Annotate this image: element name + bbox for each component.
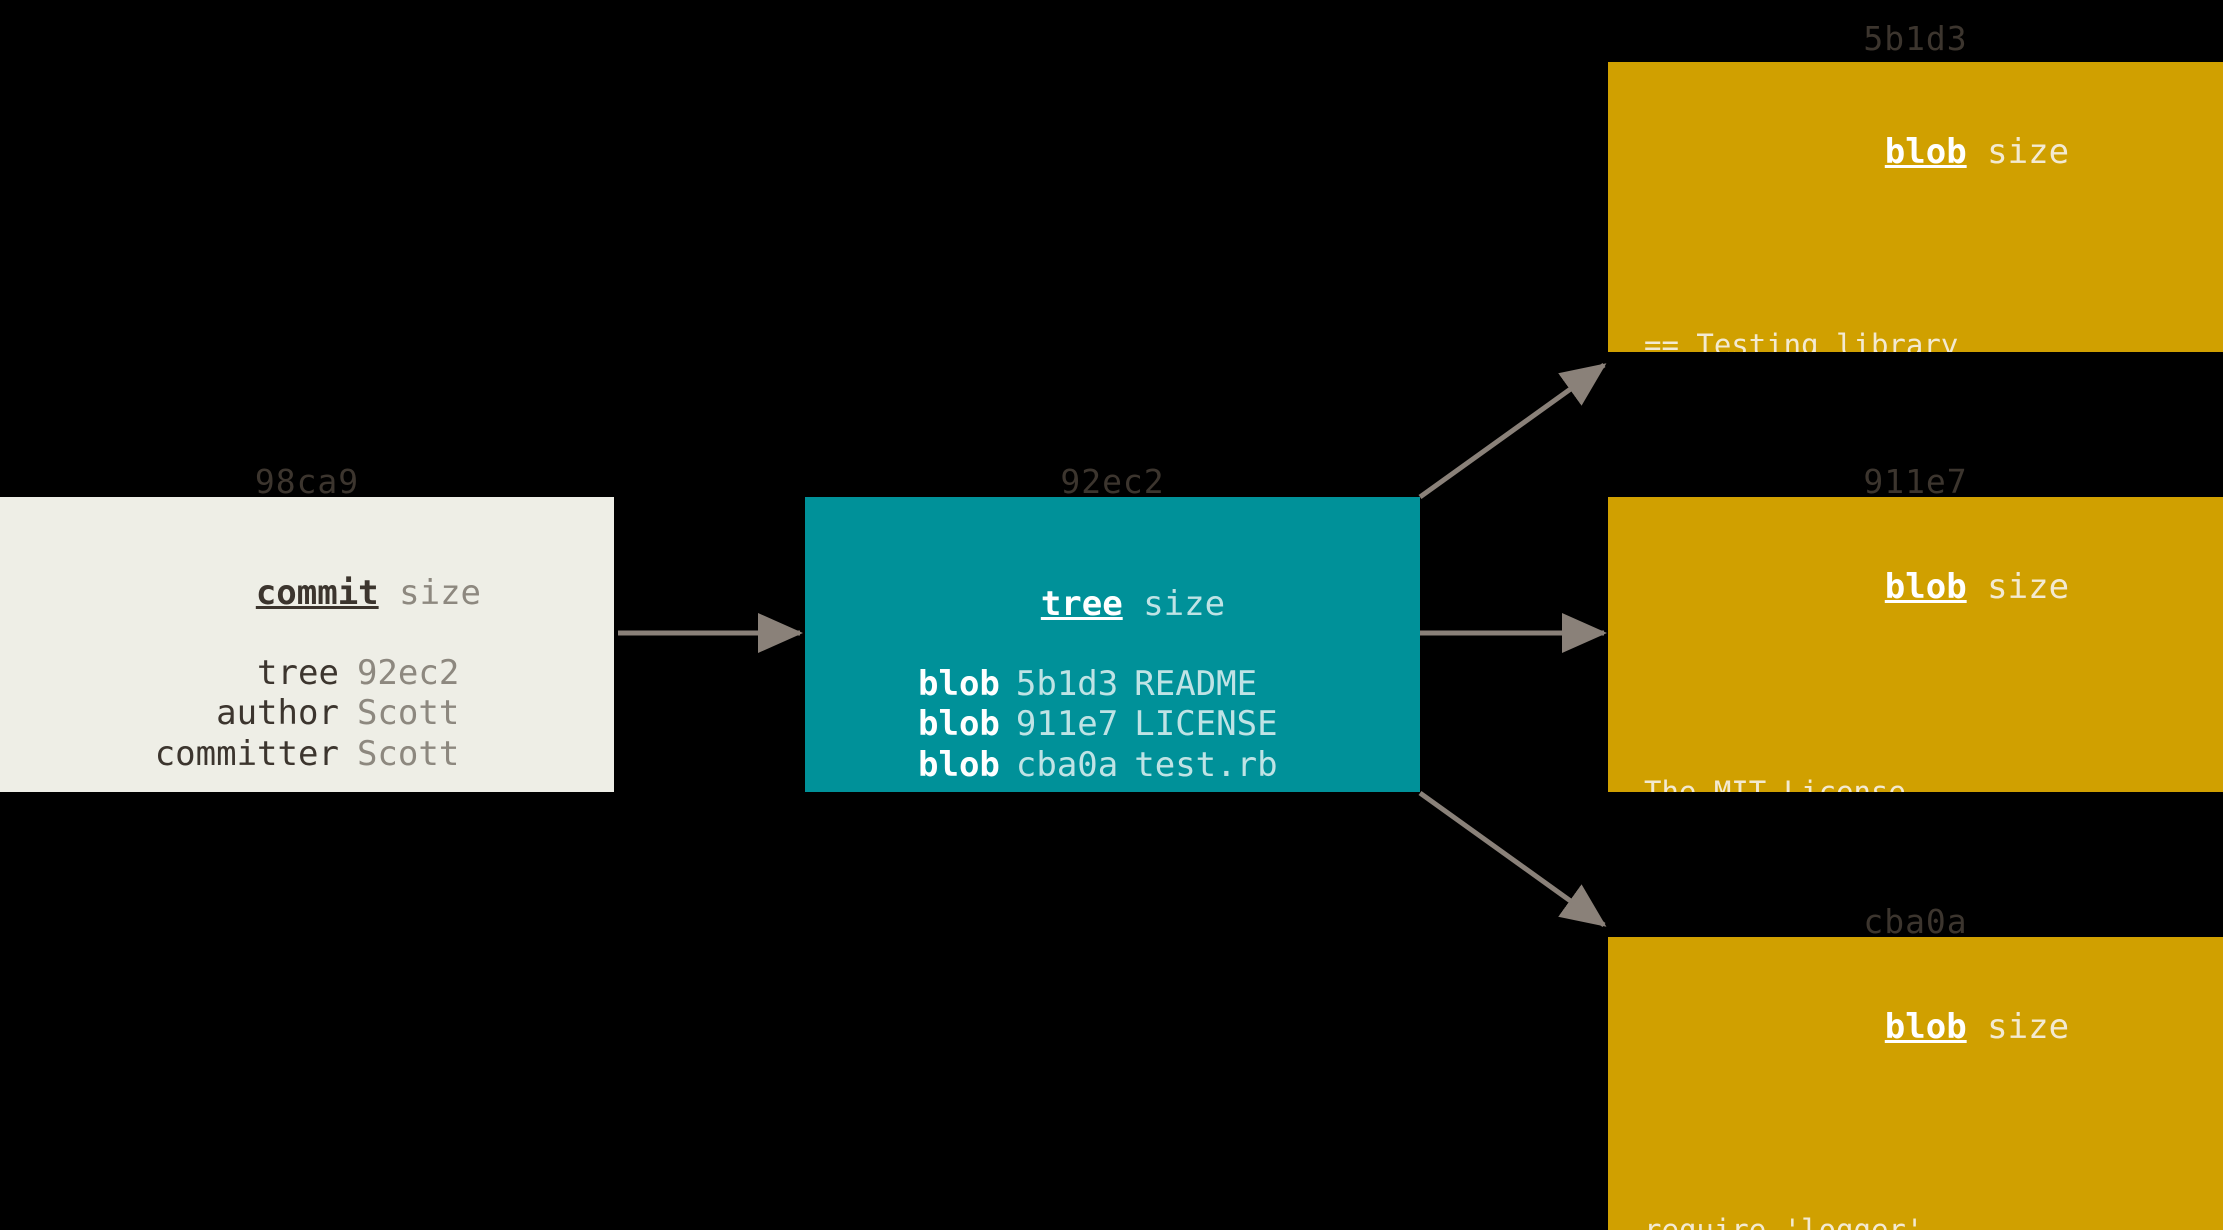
tree-entry-hash: cba0a: [1015, 744, 1119, 785]
blob-paragraph: The MIT License: [1644, 774, 1906, 792]
tree-entry-name: test.rb: [1134, 744, 1278, 785]
blob-header-space: [1967, 132, 1987, 172]
tree-entry-hash: 5b1d3: [1015, 664, 1119, 705]
tree-type-keyword: tree: [1040, 584, 1123, 625]
commit-field-list: tree 92ec2 author Scott committer Scott: [0, 653, 614, 773]
tree-size-value: size: [1143, 584, 1226, 625]
commit-field-value: Scott: [356, 733, 460, 774]
tree-header: tree size: [805, 544, 1420, 664]
blob-paragraph: == Testing library: [1644, 327, 1959, 352]
blob-content-testrb: require 'logger' require 'test/unit' cla…: [1608, 1127, 2223, 1230]
hash-label-blob-readme: 5b1d3: [1863, 19, 1968, 58]
commit-type-keyword: commit: [255, 573, 379, 614]
tree-header-space: [1123, 584, 1143, 624]
commit-size-label: [379, 573, 399, 613]
blob-header-readme: blob size: [1608, 92, 2223, 212]
tree-entry-list: blob 5b1d3 README blob 911e7 LICENSE blo…: [805, 664, 1420, 784]
hash-label-blob-license: 911e7: [1863, 462, 1968, 501]
blob-content-license: The MIT License Copyright (c) 2008 Scott…: [1608, 689, 2223, 792]
commit-size-value: size: [399, 573, 482, 614]
blob-header-space: [1967, 567, 1987, 607]
blob-paragraph: require 'logger' require 'test/unit': [1644, 1212, 1924, 1230]
blob-size-value: size: [1987, 1007, 2070, 1048]
commit-field-value: Scott: [356, 693, 460, 734]
blob-object-box-testrb[interactable]: blob size require 'logger' require 'test…: [1608, 937, 2223, 1230]
commit-header: commit size: [0, 533, 614, 653]
tree-object-box[interactable]: tree size blob 5b1d3 README blob 911e7 L…: [805, 497, 1420, 792]
blob-header-license: blob size: [1608, 527, 2223, 647]
blob-size-value: size: [1987, 132, 2070, 173]
commit-field-key: tree: [257, 653, 339, 694]
tree-entry-type: blob: [918, 704, 1000, 745]
blob-header-testrb: blob size: [1608, 967, 2223, 1087]
edge-tree-to-blob-testrb: [1418, 790, 1607, 928]
hash-label-blob-testrb: cba0a: [1863, 902, 1968, 941]
hash-label-tree: 92ec2: [1060, 462, 1165, 501]
blob-object-box-license[interactable]: blob size The MIT License Copyright (c) …: [1608, 497, 2223, 792]
hash-label-commit: 98ca9: [254, 462, 360, 501]
commit-object-box[interactable]: commit size tree 92ec2 author Scott comm…: [0, 497, 614, 792]
blob-content-readme: == Testing library This library is used …: [1608, 242, 2223, 352]
blob-type-keyword: blob: [1884, 132, 1967, 173]
edge-tree-to-blob-readme: [1418, 362, 1607, 500]
commit-field-value: 92ec2: [356, 653, 460, 694]
commit-field-key: committer: [154, 733, 339, 774]
blob-type-keyword: blob: [1884, 567, 1967, 608]
blob-type-keyword: blob: [1884, 1007, 1967, 1048]
tree-entry-name: LICENSE: [1134, 704, 1278, 745]
commit-field-key: author: [216, 693, 339, 734]
tree-entry-type: blob: [918, 664, 1000, 705]
tree-entry-hash: 911e7: [1015, 704, 1119, 745]
blob-size-value: size: [1987, 567, 2070, 608]
blob-header-space: [1967, 1007, 1987, 1047]
blob-object-box-readme[interactable]: blob size == Testing library This librar…: [1608, 62, 2223, 352]
tree-entry-type: blob: [918, 744, 1000, 785]
tree-entry-name: README: [1134, 664, 1258, 705]
